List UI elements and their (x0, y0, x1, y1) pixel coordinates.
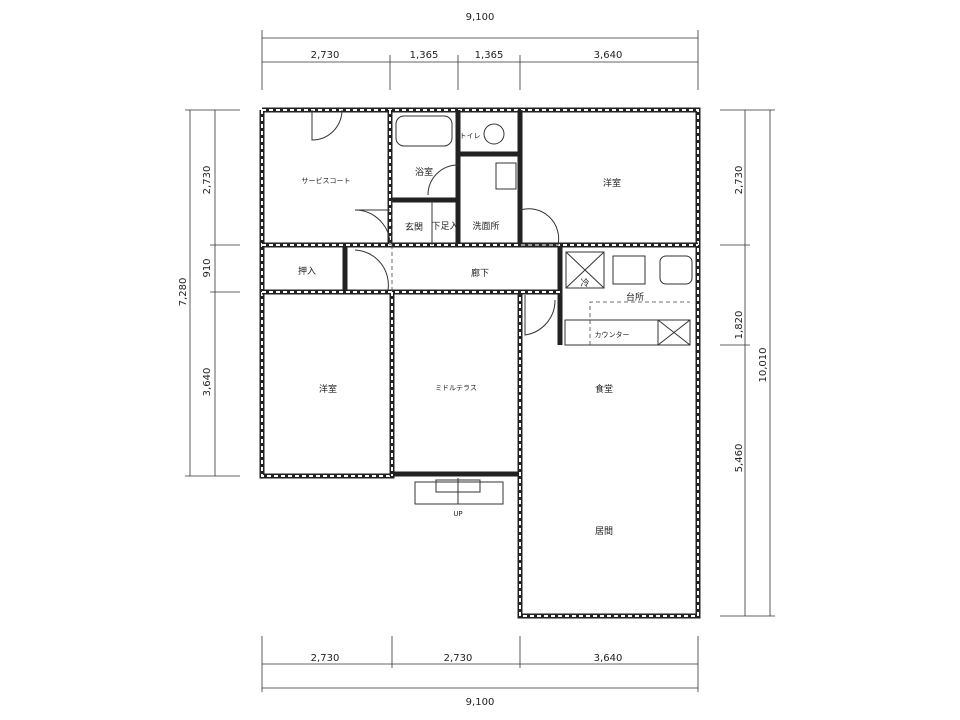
room-bath: 浴室 (415, 166, 433, 178)
wash-basin (495, 162, 517, 190)
bathtub (395, 115, 453, 147)
stairs-up-label: UP (453, 510, 462, 518)
dim-bottom-3: 3,640 (594, 653, 623, 664)
room-corridor: 廊下 (471, 267, 489, 279)
dim-bottom-total: 9,100 (466, 697, 495, 708)
stove-icon (612, 255, 646, 285)
dimension-lines (185, 30, 775, 692)
fixtures (311, 109, 693, 505)
dim-left-3: 3,640 (202, 368, 213, 397)
dim-top-1: 2,730 (311, 50, 340, 61)
door-swing (354, 209, 391, 246)
room-toilet: トイレ (460, 132, 481, 140)
dim-top-2: 1,365 (410, 50, 439, 61)
room-kitchen: 台所 (626, 291, 644, 303)
room-entrance: 玄関 (405, 221, 423, 233)
door-swing (354, 249, 389, 291)
room-dining: 食堂 (595, 383, 613, 395)
dim-left-2: 910 (202, 258, 213, 277)
dim-left-1: 2,730 (202, 166, 213, 195)
walls (259, 107, 701, 619)
fridge-label: 冷 (580, 277, 589, 289)
dim-left-total: 7,280 (178, 278, 189, 307)
dim-bottom-1: 2,730 (311, 653, 340, 664)
dim-bottom-2: 2,730 (444, 653, 473, 664)
dim-right-2: 1,820 (734, 311, 745, 340)
sink-icon (659, 255, 693, 285)
door-swing (311, 109, 343, 141)
room-living: 居間 (595, 526, 613, 537)
room-washroom: 洗面所 (472, 220, 499, 232)
room-service-court: サービスコート (302, 176, 351, 185)
room-mid-terrace: ミドルテラス (435, 384, 477, 392)
door-swing (524, 295, 556, 336)
dim-right-3: 5,460 (734, 444, 745, 473)
dim-right-total: 10,010 (758, 348, 769, 383)
door-swing (519, 208, 560, 246)
door-swing (427, 164, 459, 196)
dim-right-1: 2,730 (734, 166, 745, 195)
room-closet: 押入 (298, 265, 316, 277)
room-western-sw: 洋室 (319, 383, 337, 395)
room-western-ne: 洋室 (603, 177, 621, 189)
room-shoe-step: 下足入 (431, 221, 458, 232)
toilet-icon (483, 123, 505, 145)
dim-top-3: 1,365 (475, 50, 504, 61)
fridge-space (565, 251, 605, 289)
counter-label: カウンター (595, 330, 630, 339)
dim-top-4: 3,640 (594, 50, 623, 61)
steps (414, 481, 504, 505)
dim-top-total: 9,100 (466, 12, 495, 23)
